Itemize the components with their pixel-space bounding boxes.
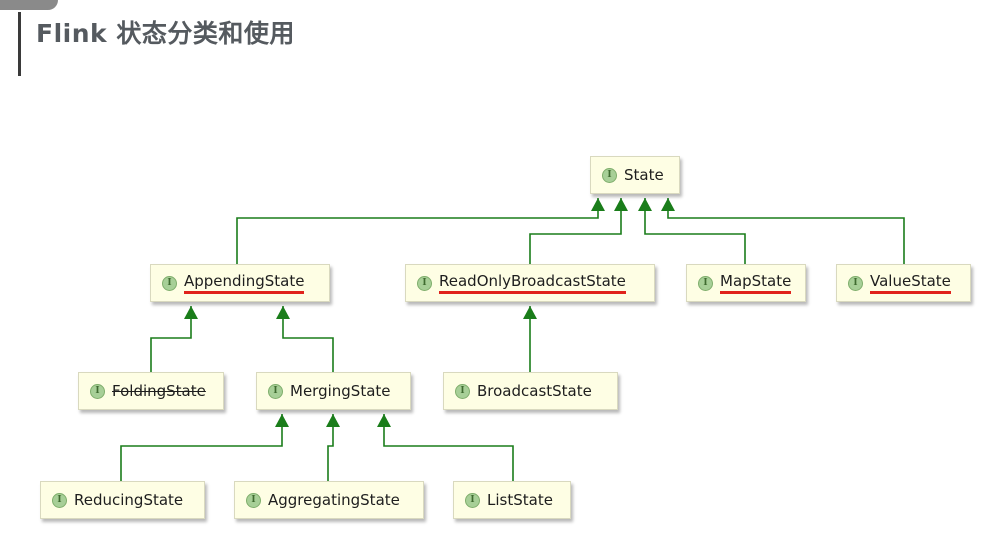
edge-broadcast-to-readonly-arrowhead [523, 306, 537, 319]
node-folding-state: I FoldingState [78, 372, 224, 410]
edge-aggregating-to-merging [327, 414, 334, 481]
edge-merging-to-appending [282, 306, 334, 372]
interface-icon: I [417, 275, 432, 291]
edge-appending-to-state-arrowhead [591, 198, 605, 211]
interface-icon: I [246, 492, 261, 508]
node-value-state: I ValueState [836, 264, 971, 302]
edge-aggregating-to-merging-arrowhead [326, 414, 340, 427]
node-reducing-state: I ReducingState [40, 481, 205, 519]
page-title: Flink 状态分类和使用 [36, 19, 295, 48]
node-label: ReducingState [74, 491, 184, 509]
node-label: ListState [487, 491, 553, 509]
node-label: State [624, 166, 664, 184]
node-map-state: I MapState [686, 264, 806, 302]
edge-list-to-merging [383, 414, 514, 481]
interface-icon: I [465, 492, 480, 508]
node-label: ValueState [870, 272, 951, 294]
node-label: ReadOnlyBroadcastState [439, 272, 626, 294]
node-label: AggregatingState [268, 491, 400, 509]
interface-icon: I [602, 167, 617, 183]
edge-folding-to-appending [150, 306, 192, 372]
edge-folding-to-appending-arrowhead [184, 306, 198, 319]
edge-map-to-state-arrowhead [638, 198, 652, 211]
interface-icon: I [90, 383, 105, 399]
edge-value-to-state-arrowhead [661, 198, 675, 211]
node-appending-state: I AppendingState [150, 264, 330, 302]
edge-map-to-state [644, 198, 746, 264]
edge-list-to-merging-arrowhead [377, 414, 391, 427]
node-state: I State [590, 156, 680, 194]
corner-tab [0, 0, 58, 10]
node-read-only-broadcast-state: I ReadOnlyBroadcastState [405, 264, 655, 302]
edge-readonly-to-state-arrowhead [614, 198, 628, 211]
node-list-state: I ListState [453, 481, 571, 519]
interface-icon: I [162, 275, 177, 291]
interface-icon: I [52, 492, 67, 508]
node-label: MergingState [290, 382, 391, 400]
node-broadcast-state: I BroadcastState [443, 372, 618, 410]
interface-icon: I [848, 275, 863, 291]
edge-appending-to-state [236, 198, 599, 264]
edge-reducing-to-merging-arrowhead [275, 414, 289, 427]
interface-icon: I [268, 383, 283, 399]
node-aggregating-state: I AggregatingState [234, 481, 424, 519]
interface-icon: I [455, 383, 470, 399]
node-merging-state: I MergingState [256, 372, 411, 410]
edge-value-to-state [667, 198, 905, 264]
node-label: FoldingState [112, 382, 206, 400]
title-accent-bar [18, 12, 21, 76]
edge-merging-to-appending-arrowhead [276, 306, 290, 319]
edge-readonly-to-state [529, 198, 622, 264]
interface-icon: I [698, 275, 713, 291]
node-label: BroadcastState [477, 382, 592, 400]
node-label: AppendingState [184, 272, 305, 294]
node-label: MapState [720, 272, 792, 294]
edge-reducing-to-merging [120, 414, 283, 481]
